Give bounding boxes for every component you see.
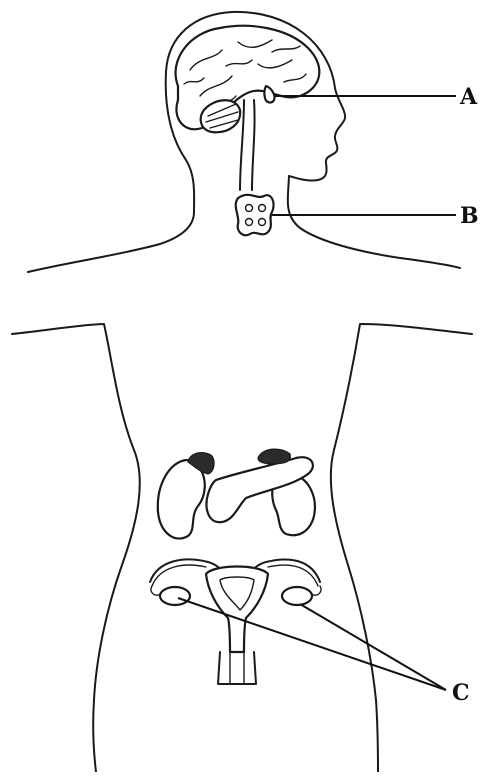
thyroid (236, 195, 274, 235)
label-b: B (460, 203, 479, 229)
kidneys (158, 457, 315, 538)
label-a: A (459, 84, 478, 110)
label-c: C (452, 680, 470, 706)
uterus-and-ovaries (150, 559, 321, 684)
brain (176, 26, 320, 190)
torso-outline (12, 324, 472, 772)
